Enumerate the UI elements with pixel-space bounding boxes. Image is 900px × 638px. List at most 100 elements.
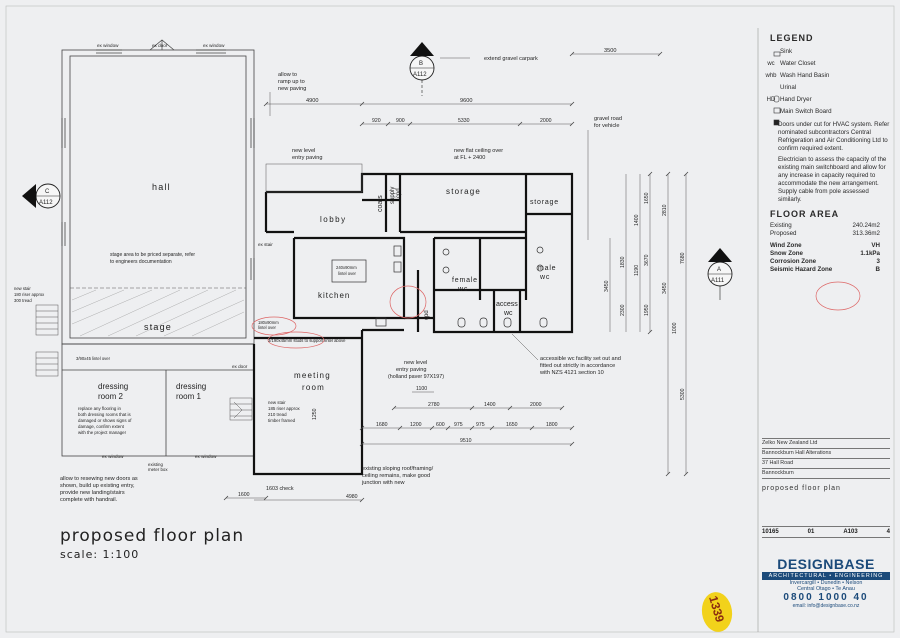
room-dressing-1-b: room 1 <box>176 392 201 401</box>
dimension-lines <box>226 53 687 501</box>
dim-5300: 5300 <box>680 388 686 400</box>
existing-stair-left <box>35 304 59 336</box>
legend-item-urinal: Urinal <box>780 84 797 91</box>
kitchen-walls <box>266 230 406 320</box>
dim-4980: 4980 <box>346 494 358 500</box>
dim-1950: 1950 <box>644 304 650 316</box>
brand-places-1: Invercargill • Dunedin • Nelson <box>789 580 863 586</box>
dim-1680: 1680 <box>376 422 388 428</box>
note-accessible-3: with NZS 4121 section 10 <box>539 370 604 376</box>
brand-tagline: ARCHITECTURAL • ENGINEERING <box>762 572 890 580</box>
seismic-zone-label: Seismic Hazard Zone <box>770 266 833 273</box>
label-ex-window-3: ex window <box>102 454 124 459</box>
dim-9600: 9600 <box>460 98 472 104</box>
legend-heading: LEGEND <box>770 33 814 43</box>
note-ramp-2: ramp up to <box>278 79 305 85</box>
dressing-stair <box>35 351 59 377</box>
dim-3450b: 3450 <box>604 280 610 292</box>
sticker-text: 1339 <box>706 594 727 624</box>
label-meter-box-1: existing <box>148 462 163 467</box>
note-lintel-small: 3/90x45 lintel over <box>76 356 111 361</box>
label-meter-box-2: meter box <box>148 467 168 472</box>
drawing-title: proposed floor plan <box>60 526 245 546</box>
legend-symbols <box>773 51 781 126</box>
dim-1400v: 1400 <box>634 214 640 226</box>
room-female-wc-2: wc <box>457 286 468 293</box>
room-kitchen: kitchen <box>318 291 350 300</box>
note-gravel-road-2: for vehicle <box>594 123 620 129</box>
room-male-wc-2: wc <box>539 274 550 281</box>
room-hall: hall <box>152 182 171 192</box>
note-new-stair-left-3: 300 tread <box>14 298 32 303</box>
sheet-number: A103 <box>843 529 858 535</box>
kitchen-island <box>331 259 367 283</box>
dim-1800: 1800 <box>546 422 558 428</box>
note-dressing-floor-3: damaged or shows signs of <box>78 418 132 423</box>
hand-dryer-icon: HD <box>766 97 776 103</box>
seismic-zone-value: B <box>875 266 880 273</box>
note-new-stair-1: new stair <box>268 400 286 405</box>
section-a-letter: A <box>717 267 721 273</box>
dim-2780: 2780 <box>428 402 440 408</box>
corrosion-zone-value: 3 <box>876 258 880 265</box>
room-dressing-2-a: dressing <box>98 382 128 391</box>
note-dressing-floor-1: replace any flooring in <box>78 406 122 411</box>
note-accessible-2: fitted out strictly in accordance <box>540 363 615 369</box>
sheet-code-box: 10165 01 A103 4 <box>762 526 890 538</box>
section-marker-b <box>409 42 435 96</box>
leader-accessible <box>511 333 539 361</box>
project-town: Bannockburn <box>762 468 890 478</box>
note-resewing-1: allow to resewing new doors as <box>60 476 138 482</box>
note-entry2-3: (holland paver 97X197) <box>388 374 444 380</box>
dim-2300: 2300 <box>620 304 626 316</box>
section-b-letter: B <box>419 61 423 67</box>
legend-note-electrician: Electrician to assess the capacity of th… <box>778 156 887 203</box>
sheet-border <box>5 5 895 633</box>
note-dressing-floor-4: damage, confirm extent <box>78 424 125 429</box>
room-storage-small: storage <box>530 199 559 206</box>
note-new-stair-4: timber framed <box>268 418 296 423</box>
note-resewing-4: complete with handrail. <box>60 497 118 503</box>
dim-2810: 2810 <box>662 204 668 216</box>
label-kitchen-island-1: 240x90mm <box>336 265 357 270</box>
room-access-wc-2: wc <box>503 310 513 317</box>
dim-900: 900 <box>396 118 405 124</box>
dim-1250: 1250 <box>312 408 318 420</box>
note-lintel-over-2: lintel over <box>258 325 277 330</box>
brand-email: email: info@designbase.co.nz <box>792 603 860 609</box>
corrosion-zone-label: Corrosion Zone <box>770 258 817 265</box>
dim-1650v: 1650 <box>644 192 650 204</box>
revision-clouds <box>251 281 861 349</box>
section-c-ref: A112 <box>39 200 53 206</box>
room-supply-cpd-1: supply <box>390 187 396 204</box>
note-gravel-road-1: gravel road <box>594 116 622 122</box>
note-entry-1: new level <box>292 148 315 154</box>
floor-existing-label: Existing <box>770 222 792 229</box>
stage-hatch <box>71 289 245 337</box>
note-stage-area-2: to engineers documentation <box>110 259 172 265</box>
room-cpd: cpd <box>424 310 430 320</box>
dim-1400: 1400 <box>484 402 496 408</box>
room-stage: stage <box>144 322 172 332</box>
project-name: Bannockburn Hall Alterations <box>762 448 890 458</box>
note-entry2-2: entry paving <box>396 367 426 373</box>
note-new-stair-2: 185 riser approx <box>268 406 301 411</box>
client-name: Zelko New Zealand Ltd <box>762 438 890 448</box>
wc-fixtures <box>375 245 548 328</box>
drawing-name: proposed floor plan <box>762 478 890 493</box>
note-new-stair-left-2: 180 riser approx <box>14 292 45 297</box>
dim-600: 600 <box>436 422 445 428</box>
note-sloping-1: existing sloping roof/framing/ <box>362 466 434 472</box>
room-supply-cpd-2: cpd <box>396 188 402 198</box>
room-access-wc-1: access <box>496 301 518 308</box>
note-stage-area-1: stage area to be priced separate, refer <box>110 252 195 258</box>
wc-icon: wc <box>767 61 775 67</box>
section-b-ref: A112 <box>413 72 427 78</box>
room-coats: coats <box>377 195 384 212</box>
